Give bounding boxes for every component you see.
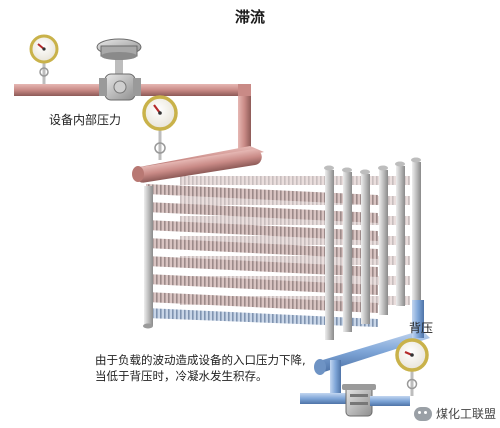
pressure-gauge-icon (29, 34, 59, 84)
coil-headers (143, 157, 421, 340)
pressure-gauge-icon (395, 338, 429, 396)
caption-line-2: 当低于背压时，冷凝水发生积存。 (95, 369, 268, 383)
diagram-title: 滞流 (234, 8, 265, 26)
internal-pressure-label: 设备内部压力 (49, 113, 122, 127)
watermark-text: 煤化工联盟 (435, 407, 496, 421)
steam-trap-icon (342, 384, 410, 417)
condensate-outlet-pipe (300, 300, 430, 404)
pressure-gauge-icon (142, 95, 178, 160)
wechat-icon (413, 406, 432, 421)
watermark: 煤化工联盟 (413, 405, 496, 422)
caption: 由于负载的波动造成设备的入口压力下降, 当低于背压时，冷凝水发生积存。 (95, 352, 306, 384)
control-valve-icon (96, 38, 142, 101)
finned-coil-bank (146, 176, 410, 327)
steam-inlet-pipe (14, 84, 264, 183)
caption-line-1: 由于负载的波动造成设备的入口压力下降, (95, 353, 306, 367)
back-pressure-label: 背压 (409, 321, 434, 335)
